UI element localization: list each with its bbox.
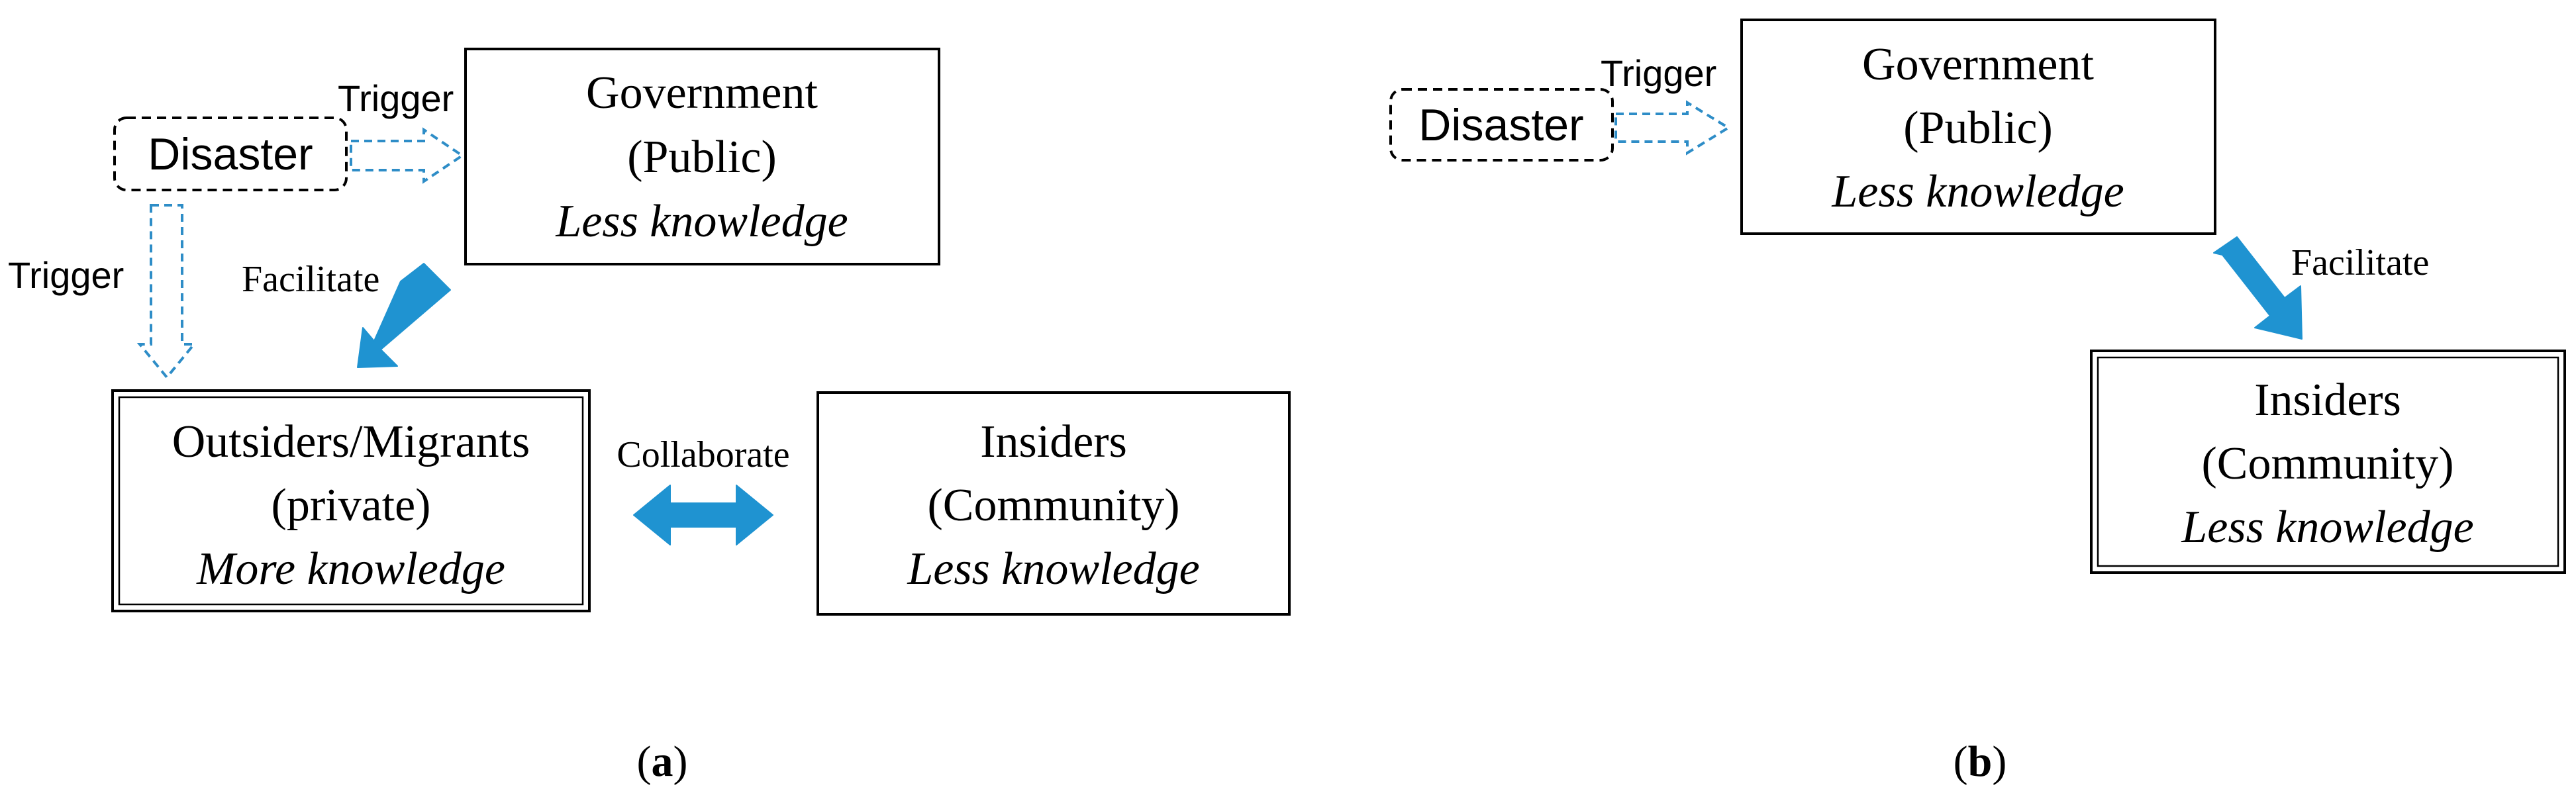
disaster-label-b: Disaster bbox=[1418, 100, 1583, 150]
panel-label-a: (a) bbox=[637, 737, 688, 786]
outsiders-knowledge-a: More knowledge bbox=[196, 543, 505, 594]
disaster-label-a: Disaster bbox=[148, 129, 313, 179]
panel-a: Disaster Trigger Trigger Government (Pub… bbox=[8, 48, 1291, 786]
insiders-sub-b: (Community) bbox=[2201, 438, 2453, 489]
insiders-sub-a: (Community) bbox=[927, 480, 1179, 531]
insiders-title-a: Insiders bbox=[980, 416, 1127, 467]
insiders-node-a: Insiders (Community) Less knowledge bbox=[817, 391, 1291, 616]
government-knowledge-a: Less knowledge bbox=[555, 196, 848, 247]
trigger-arrow-down-a bbox=[136, 204, 197, 380]
collaborate-label-a: Collaborate bbox=[617, 434, 789, 475]
government-knowledge-b: Less knowledge bbox=[1831, 166, 2124, 217]
insiders-node-b: Insiders (Community) Less knowledge bbox=[2090, 350, 2566, 574]
collaborate-arrow-a bbox=[633, 485, 773, 545]
panel-b: Disaster Trigger Government (Public) Les… bbox=[1389, 19, 2566, 786]
government-node-a: Government (Public) Less knowledge bbox=[464, 48, 940, 265]
facilitate-arrow-b bbox=[2213, 236, 2303, 340]
trigger-label-down-a: Trigger bbox=[8, 254, 124, 296]
trigger-label-right-a: Trigger bbox=[338, 77, 454, 119]
panel-label-b: (b) bbox=[1954, 737, 2007, 786]
outsiders-sub-a: (private) bbox=[272, 480, 431, 531]
facilitate-label-b: Facilitate bbox=[2291, 242, 2429, 283]
outsiders-node-a: Outsiders/Migrants (private) More knowle… bbox=[111, 389, 591, 612]
government-sub-b: (Public) bbox=[1903, 103, 2053, 154]
government-title-a: Government bbox=[586, 68, 818, 118]
insiders-knowledge-a: Less knowledge bbox=[907, 543, 1199, 594]
government-node-b: Government (Public) Less knowledge bbox=[1740, 19, 2216, 235]
insiders-knowledge-b: Less knowledge bbox=[2181, 502, 2473, 553]
trigger-arrow-right-b bbox=[1614, 100, 1731, 156]
insiders-title-b: Insiders bbox=[2254, 375, 2401, 426]
government-title-b: Government bbox=[1862, 39, 2094, 90]
outsiders-title-a: Outsiders/Migrants bbox=[172, 416, 530, 467]
government-sub-a: (Public) bbox=[627, 132, 777, 183]
disaster-node-a: Disaster bbox=[113, 117, 348, 191]
disaster-node-b: Disaster bbox=[1389, 88, 1614, 162]
trigger-label-right-b: Trigger bbox=[1601, 52, 1716, 94]
facilitate-arrow-a bbox=[357, 263, 451, 368]
trigger-arrow-right-a bbox=[350, 127, 465, 184]
facilitate-label-a: Facilitate bbox=[242, 259, 379, 300]
